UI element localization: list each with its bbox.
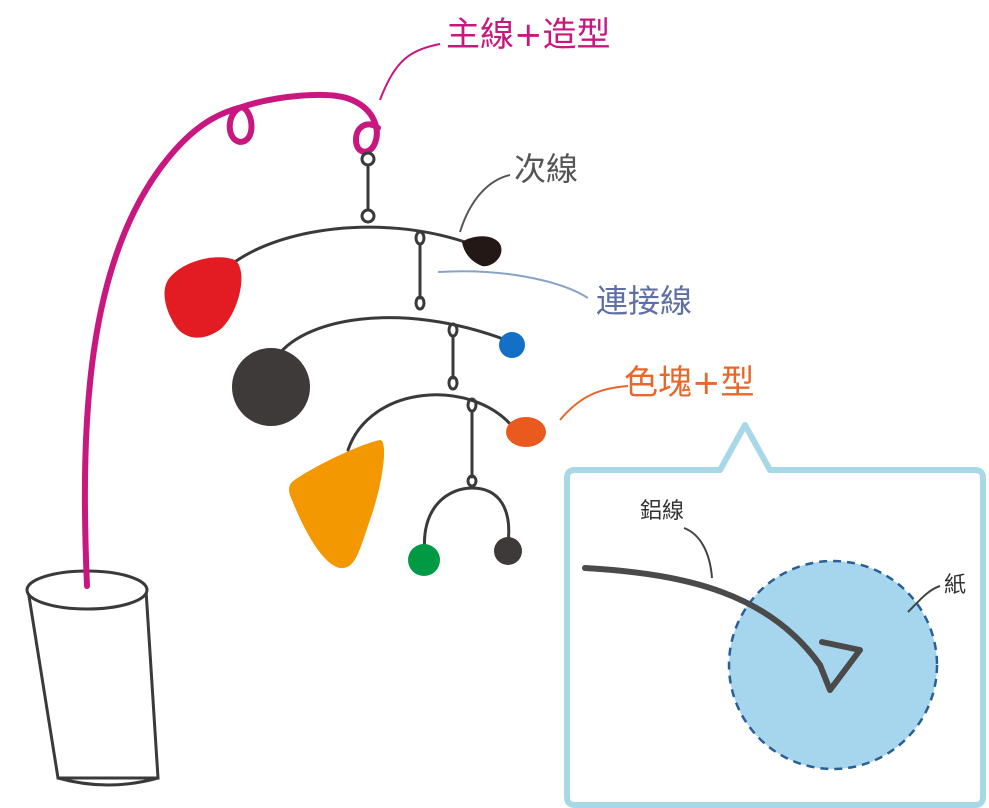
- cup-base: [25, 569, 160, 787]
- green-dot: [408, 544, 440, 576]
- color-block-leader: [559, 385, 629, 421]
- paper-leader: [907, 585, 941, 613]
- paper-label: 紙: [944, 573, 966, 598]
- aluminum-wire-leader: [683, 527, 713, 579]
- main-line-leader: [379, 43, 441, 101]
- main-line: [81, 91, 381, 589]
- wire-structure: [230, 151, 514, 557]
- black-dot: [494, 537, 522, 565]
- secondary-line-leader: [459, 174, 511, 233]
- color-block-label: 色塊+型: [624, 363, 755, 403]
- main-line-label: 主線+造型: [446, 15, 611, 55]
- secondary-line-label: 次線: [514, 150, 578, 188]
- black-teardrop: [462, 236, 502, 267]
- inset-box: 鋁線 紙: [564, 422, 986, 808]
- blue-dot: [499, 332, 525, 358]
- orange-dot: [506, 417, 546, 447]
- dark-circle: [232, 348, 310, 426]
- aluminum-wire-label: 鋁線: [640, 499, 684, 524]
- connecting-line-leader: [437, 270, 589, 299]
- connecting-line-label: 連接線: [596, 282, 692, 320]
- aluminum-wire: [582, 565, 863, 693]
- yellow-block: [289, 440, 385, 569]
- color-blocks: [164, 236, 546, 576]
- paper-circle: [727, 559, 939, 771]
- red-block: [164, 257, 242, 338]
